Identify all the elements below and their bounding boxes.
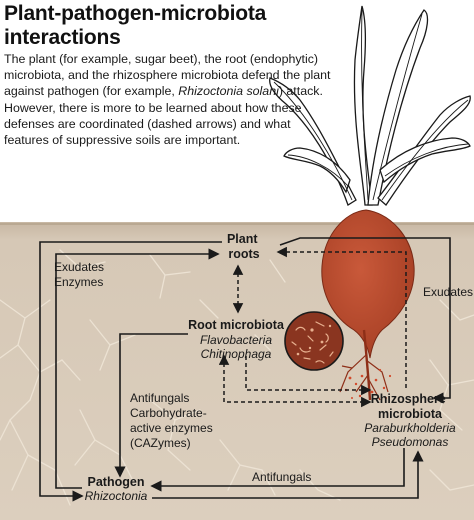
- rhizosphere-label: Rhizosphere microbiota: [371, 392, 450, 421]
- arrow-plant-to-pathogen-outer: [39, 241, 222, 502]
- dashed-arrows: [218, 246, 407, 408]
- root-microbiota-taxon2: Chitinophaga: [201, 347, 272, 361]
- root-microbiota-taxon1: Flavobacteria: [200, 333, 272, 347]
- arrow-dashed-rhizo-to-plant: [276, 246, 407, 388]
- plant-roots-label: Plant roots: [227, 232, 261, 261]
- arrow-plant-to-rhizosphere: [279, 237, 451, 404]
- arrow-rhizo-to-pathogen: [150, 448, 405, 492]
- figure-title: Plant-pathogen-microbiota interactions: [4, 2, 334, 50]
- root-microbiota-cell: [284, 311, 344, 371]
- exudates-right-label: Exudates: [423, 285, 473, 299]
- pathogen-taxon: Rhizoctonia: [85, 489, 148, 503]
- antifungals-bottom-label: Antifungals: [252, 470, 311, 484]
- rhizosphere-taxon1: Paraburkholderia: [364, 421, 456, 435]
- rhizosphere-taxon2: Pseudomonas: [372, 435, 449, 449]
- interaction-arrows: [39, 237, 451, 502]
- beet-leaves: [269, 5, 471, 206]
- root-microbiota-title: Root microbiota: [188, 318, 285, 332]
- arrow-pathogen-to-plant: [55, 248, 220, 489]
- header-block: Plant-pathogen-microbiota interactions T…: [4, 2, 334, 148]
- arrow-dashed-rootmicro-rhizo: [218, 354, 372, 408]
- arrow-rootmicro-to-pathogen: [114, 333, 188, 478]
- leaf-veins: [273, 9, 469, 201]
- exudates-enzymes-label: Exudates Enzymes: [54, 260, 107, 289]
- soil-root-network: [0, 249, 474, 506]
- antifungals-block-label: Antifungals Carbohydrate- active enzymes…: [130, 391, 216, 450]
- pathogen-title: Pathogen: [88, 475, 145, 489]
- arrow-pathogen-to-rhizo: [152, 450, 424, 499]
- title-line-1: Plant-pathogen-microbiota: [4, 2, 267, 25]
- figure-description: The plant (for example, sugar beet), the…: [4, 52, 331, 148]
- title-line-2: interactions: [4, 26, 121, 49]
